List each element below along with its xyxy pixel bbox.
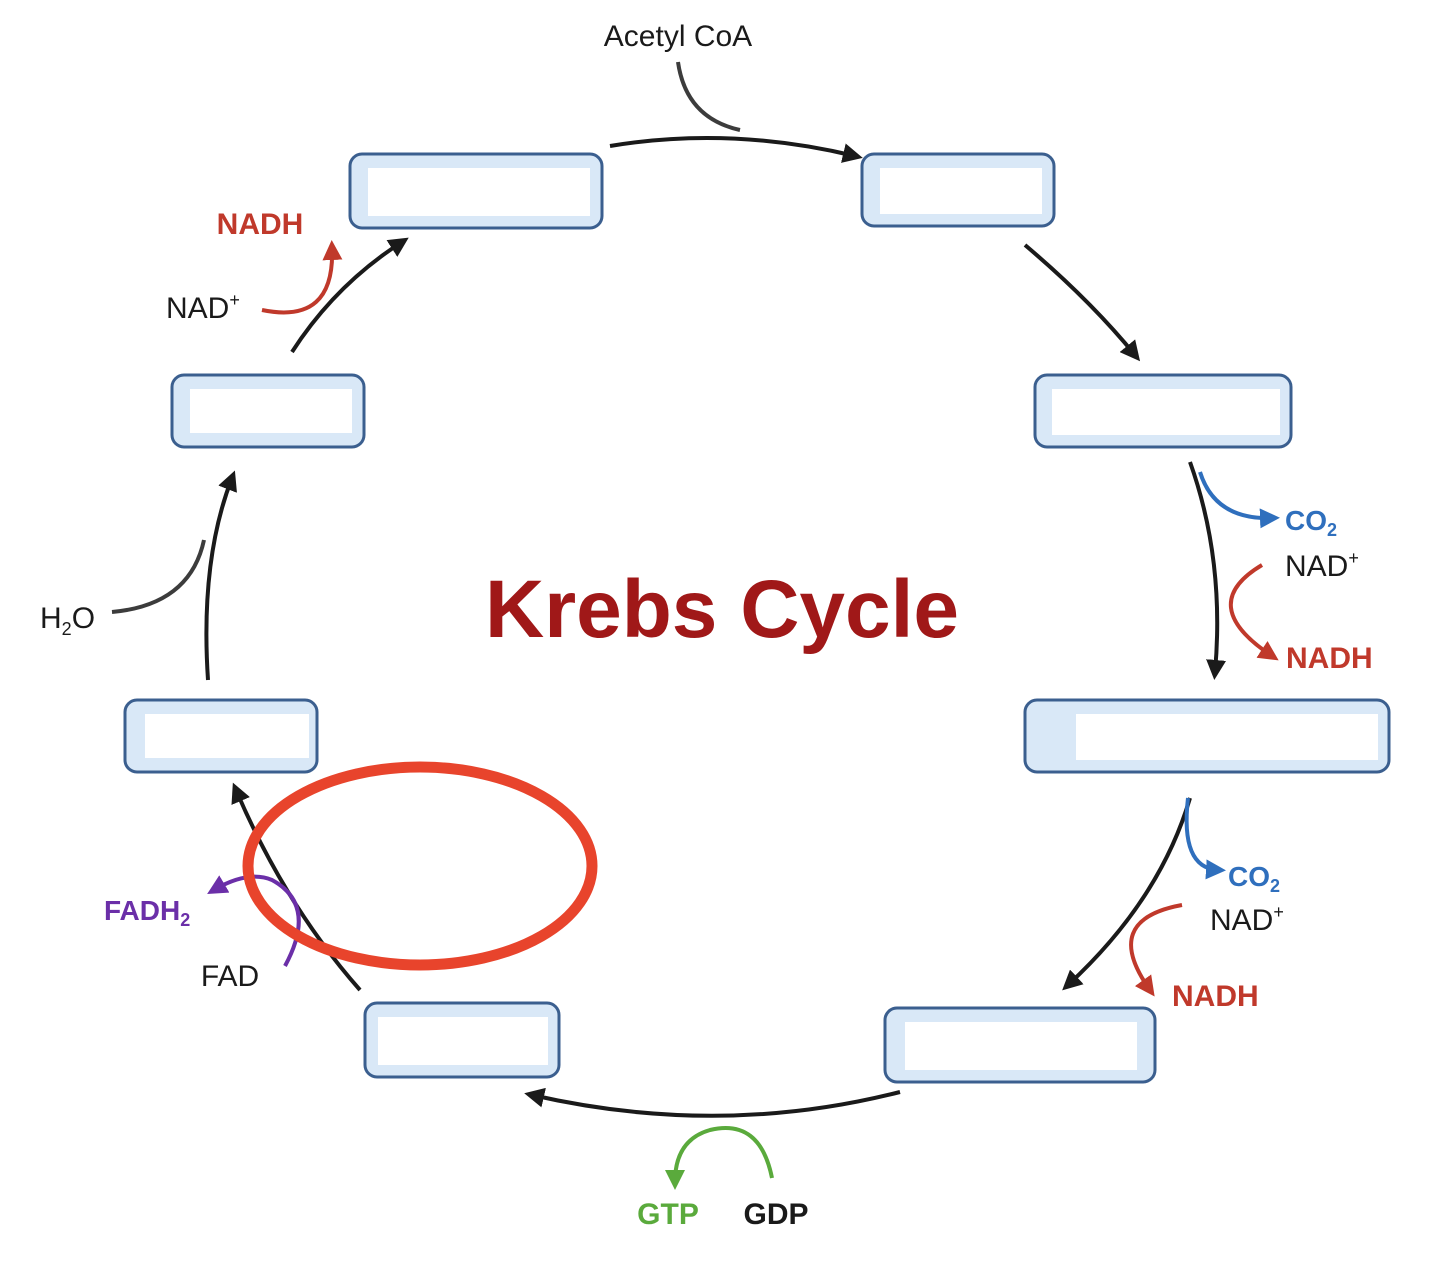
h2o-o: O: [72, 602, 95, 635]
co2-label-2: CO2: [1228, 861, 1280, 896]
diagram-title: Krebs Cycle: [485, 564, 959, 655]
arrow-citrate-to-isocitrate: [1023, 243, 1141, 362]
co2-2-main: CO: [1228, 861, 1270, 892]
nadh-right-1-label: NADH: [1286, 642, 1373, 675]
arrow-nad-to-nadh-right-1: [1228, 563, 1279, 661]
arrow-oxaloacetate-to-citrate: [609, 136, 863, 163]
nad-top-main: NAD: [166, 292, 229, 325]
annotation-ellipse: [242, 761, 598, 971]
arrow-ketoglutarate-to-succinylcoa: [1062, 797, 1192, 991]
nad-top-sup: +: [229, 290, 240, 310]
arrow-h2o-in: [111, 539, 206, 614]
nad-right-2-label: NAD+: [1210, 902, 1284, 937]
box-top-right: [860, 152, 1056, 228]
co2-1-main: CO: [1285, 505, 1327, 536]
arrow-nad-to-nadh-right-2: [1129, 903, 1183, 997]
fad-label: FAD: [201, 960, 259, 993]
nad-right-2-main: NAD: [1210, 904, 1273, 937]
arrow-nad-to-nadh-top: [261, 240, 343, 315]
nadh-top-label: NADH: [217, 208, 304, 241]
h2o-label: H2O: [40, 602, 95, 639]
h2o-sub: 2: [62, 619, 72, 639]
gdp-label: GDP: [743, 1198, 808, 1231]
nad-top-label: NAD+: [166, 290, 240, 325]
fadh2-main: FADH: [104, 895, 180, 926]
arrow-gdp-to-gtp: [665, 1126, 774, 1190]
acetyl-coa-label: Acetyl CoA: [604, 20, 752, 53]
arrow-fumarate-to-malate: [204, 470, 237, 681]
box-left-lower: [123, 698, 319, 774]
fadh2-label: FADH2: [104, 895, 190, 930]
box-right-upper: [1033, 373, 1293, 449]
co2-2-sub: 2: [1270, 876, 1280, 896]
h2o-h: H: [40, 602, 62, 635]
box-left-upper: [170, 373, 366, 449]
nad-right-2-sup: +: [1273, 902, 1284, 922]
arrow-co2-release-2: [1184, 797, 1226, 880]
co2-1-sub: 2: [1327, 520, 1337, 540]
gtp-label: GTP: [637, 1198, 699, 1231]
box-bottom-left: [363, 1001, 561, 1079]
arrow-succinylcoa-to-succinate: [524, 1087, 901, 1118]
box-bottom-right: [883, 1006, 1157, 1084]
nadh-right-2-label: NADH: [1172, 980, 1259, 1013]
nad-right-1-sup: +: [1348, 548, 1359, 568]
arrow-malate-to-oxaloacetate: [290, 237, 409, 354]
arrow-co2-release-1: [1198, 471, 1280, 529]
nad-right-1-main: NAD: [1285, 550, 1348, 583]
nad-right-1-label: NAD+: [1285, 548, 1359, 583]
box-right-lower: [1023, 698, 1391, 774]
arrow-isocitrate-to-ketoglutarate: [1188, 461, 1227, 680]
fadh2-sub: 2: [180, 910, 190, 930]
arrow-acetyl-coa-in: [676, 61, 741, 132]
co2-label-1: CO2: [1285, 505, 1337, 540]
box-top-left: [348, 152, 604, 230]
